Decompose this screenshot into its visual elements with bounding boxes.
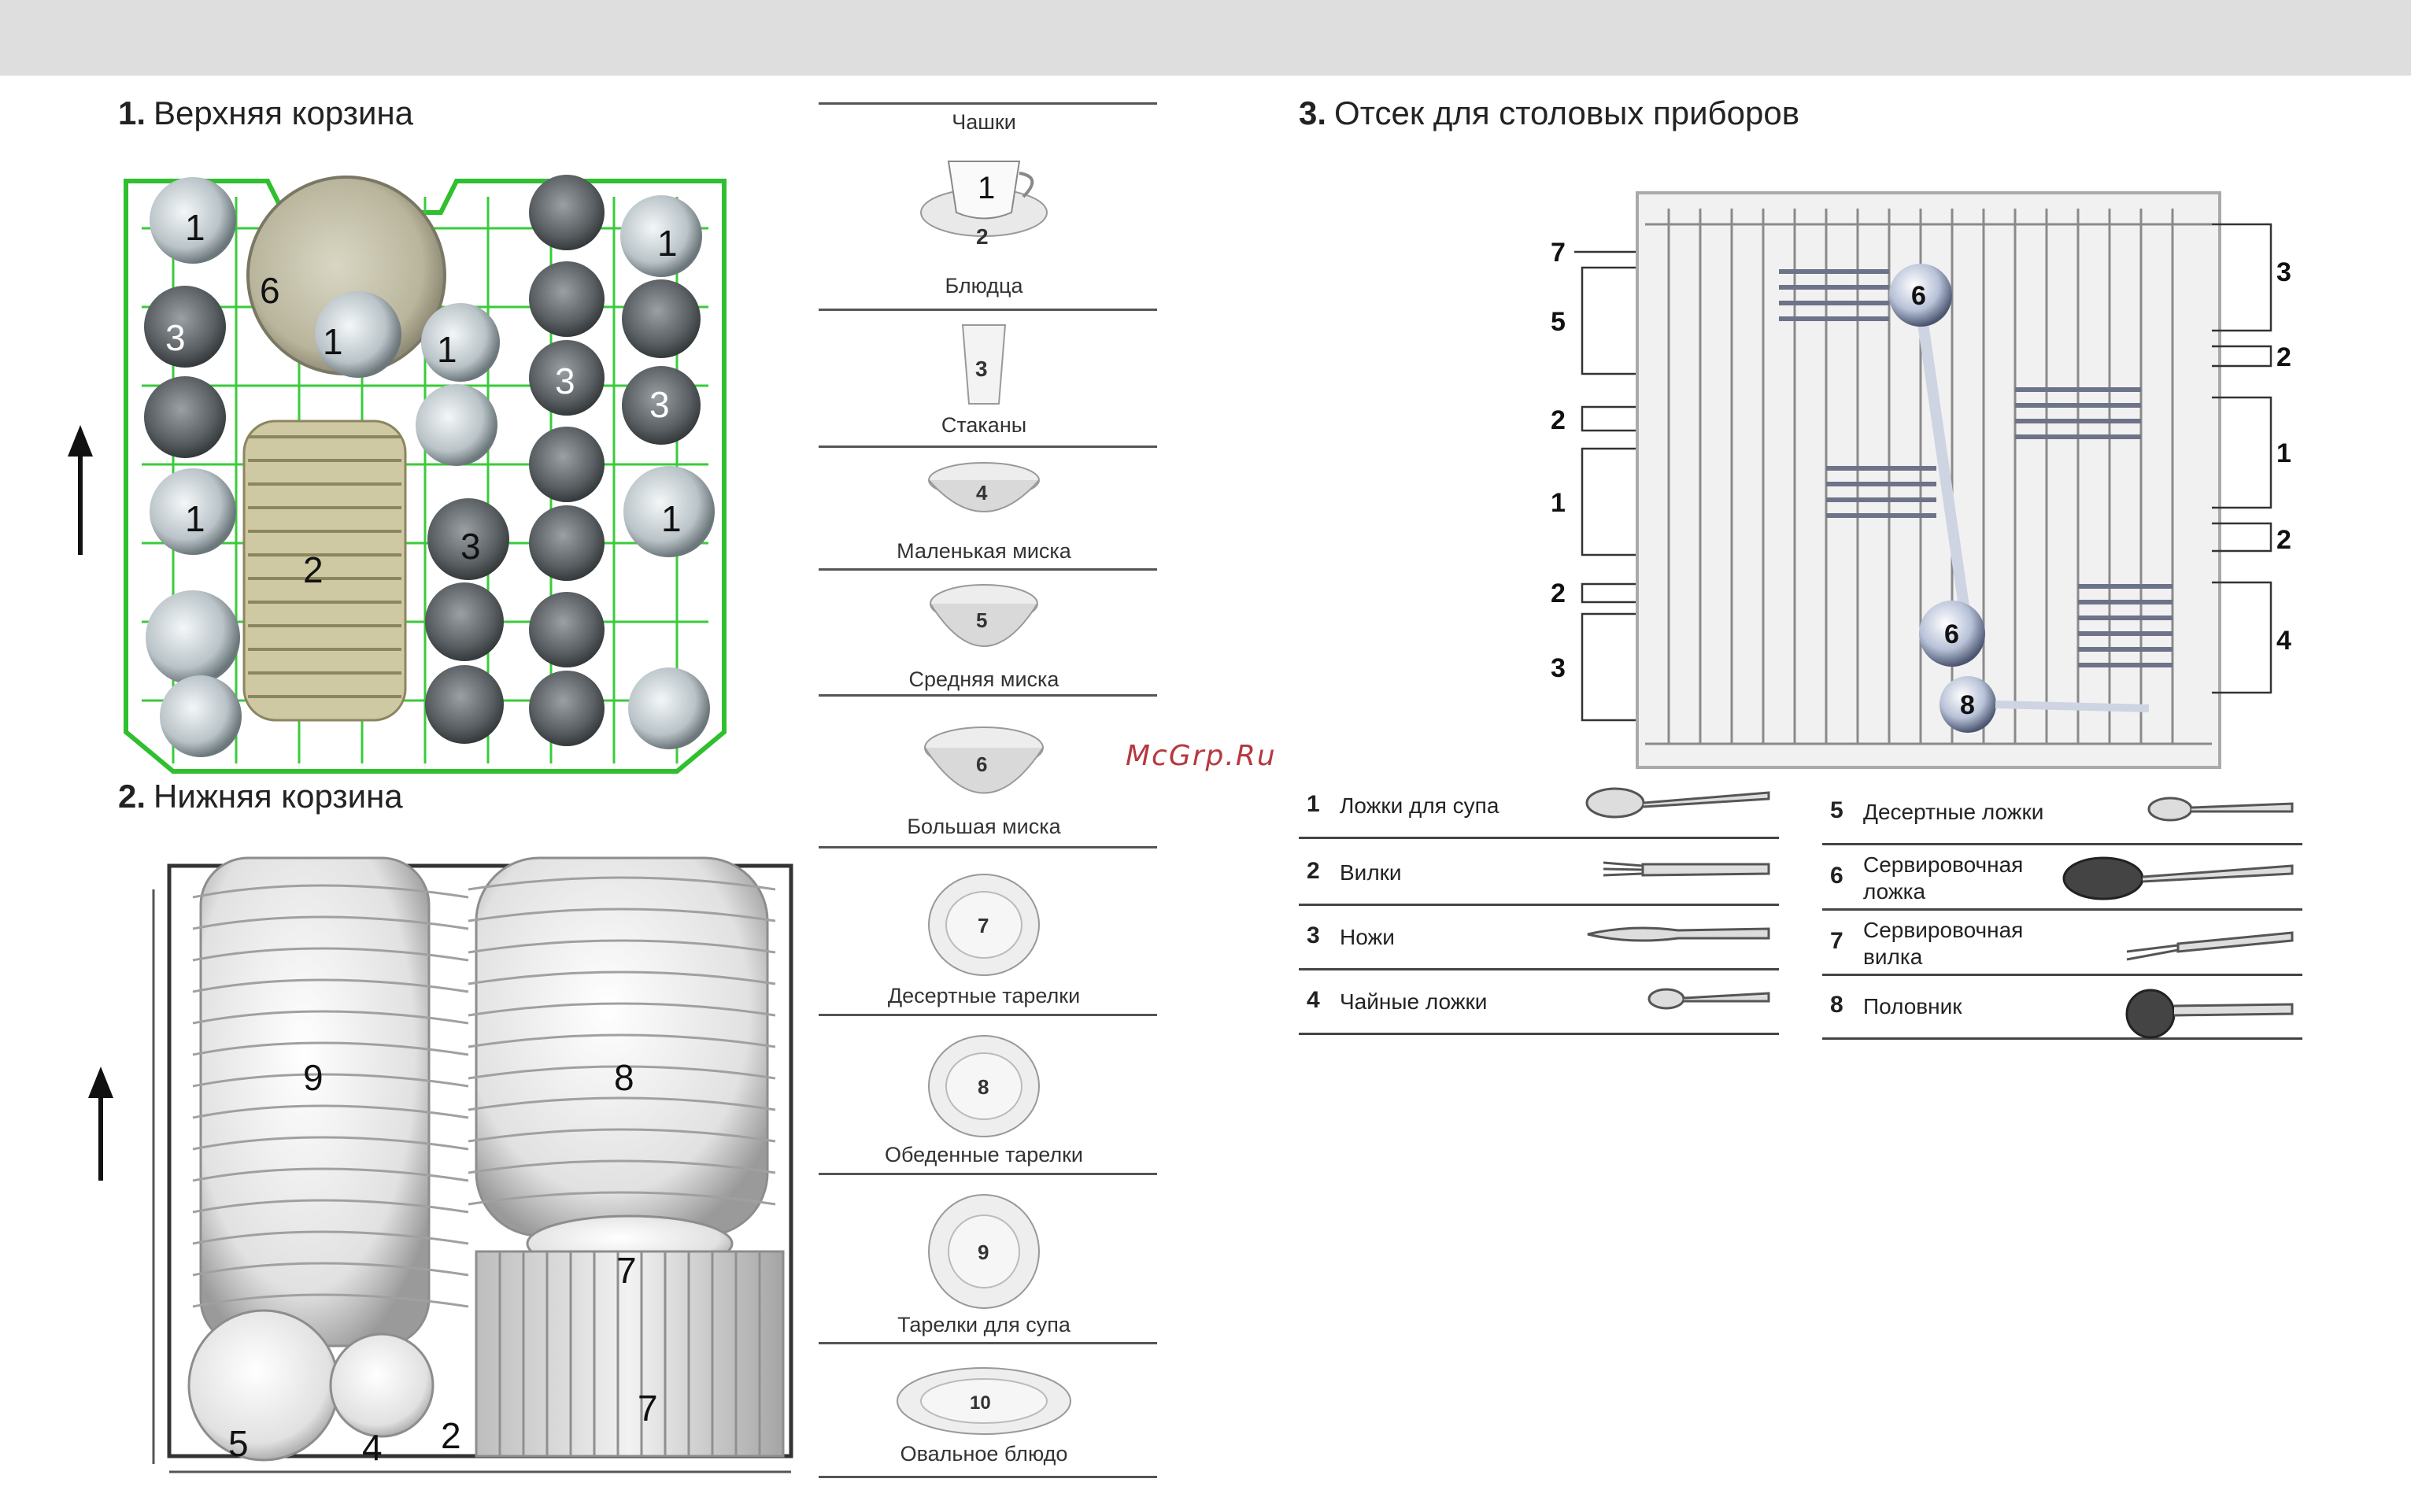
cutlery-tray-title: 3.Отсек для столовых приборов xyxy=(1299,94,1800,131)
divider xyxy=(819,102,1157,105)
divider xyxy=(819,1342,1157,1344)
knife-icon xyxy=(1587,926,1770,942)
direction-arrow-icon xyxy=(68,425,93,555)
svg-text:6: 6 xyxy=(976,752,987,776)
divider xyxy=(819,445,1157,448)
oval-platter-icon: 10 xyxy=(897,1367,1071,1435)
dish-label: Десертные тарелки xyxy=(887,984,1081,1007)
cutlery-callout: 3 xyxy=(2276,257,2291,287)
cutlery-callout: 4 xyxy=(2276,626,2291,656)
upper-rack-title: 1.Верхняя корзина xyxy=(118,94,414,131)
lower-label: 8 xyxy=(614,1057,634,1098)
svg-text:4: 4 xyxy=(976,481,988,505)
serving-fork-icon xyxy=(2126,931,2294,961)
cutlery-callout: 1 xyxy=(1551,488,1566,518)
legend-row: 3 Ножи xyxy=(1299,907,1779,970)
cutlery-callout: 7 xyxy=(1551,238,1566,268)
dinner-plate-icon: 8 xyxy=(928,1035,1040,1137)
lower-label: 4 xyxy=(362,1427,383,1468)
divider xyxy=(819,309,1157,311)
dessert-plate-icon: 7 xyxy=(928,874,1040,976)
soup-spoon-icon xyxy=(1585,787,1770,819)
upper-label: 1 xyxy=(185,207,205,248)
upper-label: 3 xyxy=(555,360,575,401)
cutlery-label: 8 xyxy=(1960,690,1975,720)
svg-text:8: 8 xyxy=(978,1075,989,1099)
lower-rack-figure: 9 8 7 7 5 4 2 xyxy=(146,842,815,1503)
svg-text:10: 10 xyxy=(970,1392,991,1414)
dish-label: Стаканы xyxy=(941,413,1027,437)
dish-label: Обеденные тарелки xyxy=(885,1143,1083,1166)
cup-saucer-icon: 1 2 xyxy=(920,161,1048,244)
lower-label: 5 xyxy=(228,1423,249,1464)
glass-icon: 3 xyxy=(961,324,1007,405)
legend-row: 5 Десертные ложки xyxy=(1822,782,2302,845)
soup-plate-icon: 9 xyxy=(928,1194,1040,1309)
fork-icon xyxy=(1603,861,1770,877)
cutlery-tray-figure: 6 6 8 7 5 2 1 2 3 3 2 1 2 4 xyxy=(1543,177,2298,775)
svg-text:5: 5 xyxy=(976,608,987,632)
upper-label: 1 xyxy=(657,223,678,264)
upper-label: 1 xyxy=(437,329,457,370)
ladle-icon xyxy=(2125,989,2294,1039)
upper-label: 1 xyxy=(661,498,682,539)
svg-text:9: 9 xyxy=(978,1240,989,1264)
lower-label: 9 xyxy=(303,1057,324,1098)
upper-label: 2 xyxy=(303,549,324,590)
svg-text:7: 7 xyxy=(978,914,989,937)
legend-row: 7 Сервировочная вилка xyxy=(1822,912,2302,976)
upper-label: 3 xyxy=(460,526,481,567)
legend-row: 1 Ложки для супа xyxy=(1299,775,1779,839)
small-bowl-icon: 4 xyxy=(928,462,1040,512)
cutlery-label: 6 xyxy=(1911,281,1926,311)
dish-label: Большая миска xyxy=(907,815,1061,838)
svg-text:2: 2 xyxy=(976,224,989,244)
cutlery-callout: 5 xyxy=(1551,307,1566,337)
tea-spoon-icon xyxy=(1647,988,1770,1010)
legend-row: 8 Половник xyxy=(1822,976,2302,1040)
upper-label: 6 xyxy=(260,270,280,311)
upper-label: 3 xyxy=(165,317,186,358)
dish-label: Блюдца xyxy=(945,274,1023,298)
upper-label: 1 xyxy=(185,498,205,539)
divider xyxy=(819,1476,1157,1478)
upper-label: 3 xyxy=(649,384,670,425)
divider xyxy=(819,1173,1157,1175)
upper-label: 1 xyxy=(323,321,343,362)
cutlery-label: 6 xyxy=(1944,619,1959,649)
cutlery-callout: 2 xyxy=(1551,405,1566,435)
cutlery-callout: 3 xyxy=(1551,653,1566,683)
watermark-text: McGrp.Ru xyxy=(1126,740,1277,772)
svg-text:1: 1 xyxy=(978,171,995,205)
legend-row: 2 Вилки xyxy=(1299,842,1779,906)
lower-label: 2 xyxy=(441,1415,461,1456)
divider xyxy=(819,1014,1157,1016)
serving-spoon-icon xyxy=(2062,856,2294,900)
divider xyxy=(819,568,1157,571)
upper-rack-figure: 1 6 1 1 3 1 3 3 1 1 2 3 xyxy=(110,165,740,779)
direction-arrow-icon xyxy=(88,1067,113,1181)
divider xyxy=(819,694,1157,697)
dish-label: Тарелки для супа xyxy=(897,1313,1071,1336)
dish-label: Чашки xyxy=(952,110,1016,134)
lower-rack-title: 2.Нижняя корзина xyxy=(118,778,403,815)
legend-row: 4 Чайные ложки xyxy=(1299,971,1779,1035)
dish-label: Средняя миска xyxy=(908,667,1059,691)
lower-label: 7 xyxy=(616,1250,637,1291)
dessert-spoon-icon xyxy=(2147,797,2294,822)
large-bowl-icon: 6 xyxy=(924,726,1044,794)
svg-text:3: 3 xyxy=(975,357,988,381)
dish-label: Овальное блюдо xyxy=(900,1442,1068,1466)
cutlery-callout: 2 xyxy=(1551,579,1566,608)
medium-bowl-icon: 5 xyxy=(930,584,1038,647)
dish-label: Маленькая миска xyxy=(897,539,1071,563)
cutlery-callout: 2 xyxy=(2276,525,2291,555)
top-bar xyxy=(0,0,2411,76)
divider xyxy=(819,846,1157,848)
legend-row: 6 Сервировочная ложка xyxy=(1822,847,2302,911)
lower-label: 7 xyxy=(638,1388,658,1429)
cutlery-callout: 2 xyxy=(2276,342,2291,372)
cutlery-callout: 1 xyxy=(2276,438,2291,468)
